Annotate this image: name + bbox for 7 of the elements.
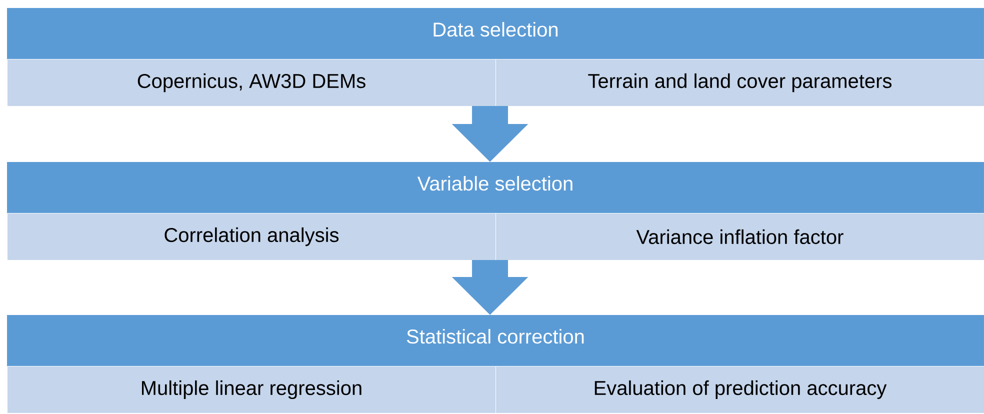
item-cell: Correlation analysis xyxy=(7,213,496,260)
item-cell: Evaluation of prediction accuracy xyxy=(496,366,984,414)
item-cell: Multiple linear regression xyxy=(7,366,496,414)
node-label: Terrain and land cover parameters xyxy=(588,73,892,92)
item-cell: Terrain and land cover parameters xyxy=(496,59,984,106)
item-cell: Variance inflation factor xyxy=(496,213,984,260)
item-cell: Copernicus, AW3D DEMs xyxy=(7,59,496,106)
